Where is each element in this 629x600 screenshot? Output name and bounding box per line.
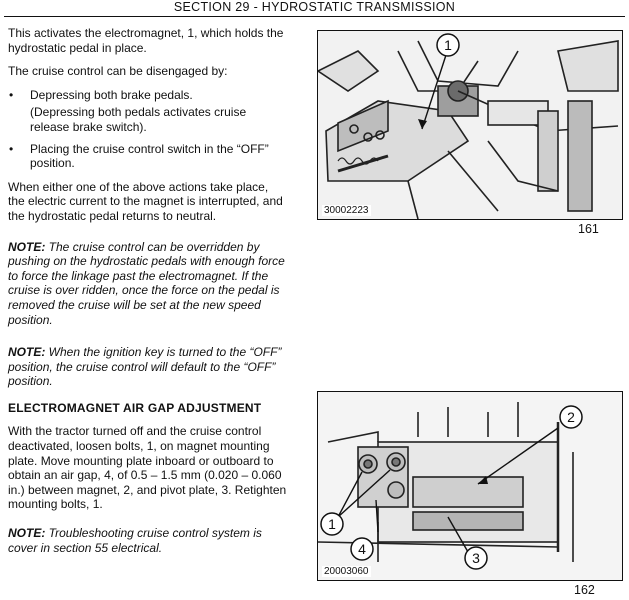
note-label: NOTE:: [8, 239, 46, 254]
callout-label: 1: [328, 516, 336, 532]
callout-label: 4: [358, 541, 366, 557]
figure-number: 161: [578, 222, 599, 236]
list-item-text: Placing the cruise control switch in the…: [30, 141, 269, 171]
callout-label: 1: [444, 37, 452, 53]
list-item-text: Depressing both brake pedals.: [30, 87, 193, 102]
air-gap-illustration: 2 1 4 3: [318, 392, 622, 580]
figure-code: 20003060: [322, 566, 371, 577]
note-label: NOTE:: [8, 345, 46, 360]
bullet-glyph: •: [9, 87, 14, 102]
figure-cruise-mechanism: 1 30002223: [317, 30, 623, 220]
paragraph-disengage-intro: The cruise control can be disengaged by:: [8, 64, 228, 79]
figure-number: 162: [574, 583, 595, 597]
note-troubleshooting: NOTE: Troubleshooting cruise control sys…: [8, 526, 288, 555]
list-item: • Placing the cruise control switch in t…: [8, 142, 288, 171]
disengage-list: • Depressing both brake pedals. (Depress…: [8, 88, 288, 171]
note-ignition: NOTE: When the ignition key is turned to…: [8, 345, 288, 389]
text-column: This activates the electromagnet, 1, whi…: [8, 26, 288, 564]
section-heading: ELECTROMAGNET AIR GAP ADJUSTMENT: [8, 400, 262, 415]
mechanism-illustration: 1: [318, 31, 622, 219]
header-divider: [4, 16, 625, 17]
note-text: When the ignition key is turned to the “…: [8, 345, 282, 389]
paragraph-actions: When either one of the above actions tak…: [8, 179, 283, 223]
note-override: NOTE: The cruise control can be overridd…: [8, 240, 288, 328]
note-label: NOTE:: [8, 526, 46, 541]
figure-air-gap: 2 1 4 3 20003060: [317, 391, 623, 581]
paragraph-air-gap: With the tractor turned off and the crui…: [8, 424, 287, 512]
paragraph-electromagnet: This activates the electromagnet, 1, whi…: [8, 26, 284, 55]
figure-code: 30002223: [322, 205, 371, 216]
callout-label: 3: [472, 550, 480, 566]
list-item-subtext: (Depressing both pedals activates cruise…: [30, 105, 247, 134]
section-header: SECTION 29 - HYDROSTATIC TRANSMISSION: [173, 0, 456, 14]
note-text: The cruise control can be overridden by …: [8, 239, 285, 327]
list-item: • Depressing both brake pedals. (Depress…: [8, 88, 288, 135]
note-text: Troubleshooting cruise control system is…: [8, 526, 262, 555]
bullet-glyph: •: [9, 141, 14, 156]
callout-label: 2: [567, 409, 575, 425]
